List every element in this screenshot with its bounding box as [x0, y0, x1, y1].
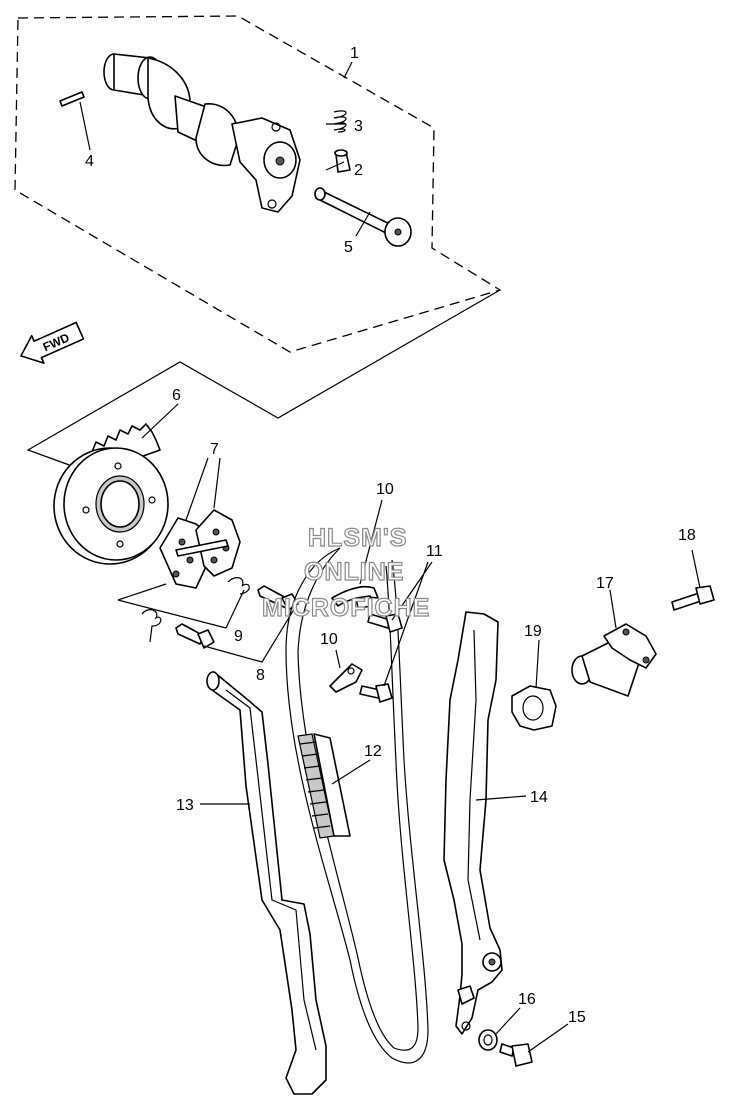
callout-2: 2 — [354, 162, 363, 179]
callout-18: 18 — [678, 527, 696, 544]
fwd-direction-arrow: FWD — [20, 321, 85, 364]
plunger-pin — [334, 149, 351, 173]
sprocket-bolt-upper — [257, 585, 299, 611]
watermark-line-1: HLSM'S — [308, 524, 407, 552]
guide-bolt-lower — [359, 683, 393, 703]
cam-sprocket — [53, 423, 169, 565]
callout-17: 17 — [596, 575, 614, 592]
cam-chain-outline — [285, 547, 429, 1064]
chain-guide-small-upper — [331, 585, 379, 609]
callout-1: 1 — [350, 45, 359, 62]
spring-bracket-line — [117, 583, 245, 629]
callout-13: 13 — [176, 797, 194, 814]
callout-3: 3 — [354, 118, 363, 135]
callout-19: 19 — [524, 623, 542, 640]
callout-10-upper: 10 — [376, 481, 394, 498]
callout-8: 8 — [256, 667, 265, 684]
sprocket-bolt-lower — [175, 623, 215, 649]
decompressor-spring-left — [141, 609, 162, 643]
callout-6: 6 — [172, 387, 181, 404]
decompressor-plates — [159, 509, 241, 589]
leader-lines — [79, 61, 701, 1053]
chain-segment — [297, 733, 351, 839]
callout-numbers: 1 2 3 4 5 6 7 8 9 10 10 11 12 13 14 15 1… — [85, 45, 696, 1026]
decompressor-shaft — [314, 187, 412, 247]
cam-chain-inner — [297, 547, 419, 1051]
callout-5: 5 — [344, 239, 353, 256]
watermark: HLSM'S ONLINE MICROFICHE — [261, 523, 430, 622]
dowel-pin — [59, 91, 85, 107]
camshaft-assembly-boundary — [14, 15, 502, 353]
washer — [478, 1029, 498, 1051]
guide-bolt-upper — [367, 613, 403, 633]
callout-15: 15 — [568, 1009, 586, 1026]
chain-guide-front — [206, 671, 327, 1095]
chain-guide-small-lower — [329, 663, 363, 693]
bolt-bracket-line — [203, 605, 297, 663]
callout-4: 4 — [85, 153, 94, 170]
callout-11: 11 — [426, 543, 443, 560]
callout-7: 7 — [210, 441, 219, 458]
tensioner-bolt — [671, 585, 715, 611]
assembly-link-line — [26, 289, 501, 467]
camshaft — [103, 53, 301, 213]
watermark-line-3: MICROFICHE — [262, 594, 430, 622]
callout-12: 12 — [364, 743, 382, 760]
callout-14: 14 — [530, 789, 548, 806]
callout-16: 16 — [518, 991, 536, 1008]
callout-9: 9 — [234, 628, 243, 645]
watermark-line-2: ONLINE — [304, 558, 404, 586]
callout-10-lower: 10 — [320, 631, 338, 648]
chain-tensioner — [571, 623, 657, 697]
pivot-bolt — [499, 1043, 533, 1067]
tensioner-gasket — [511, 685, 557, 731]
chain-guide-rear — [443, 611, 503, 1035]
spring-small — [333, 110, 347, 133]
decompressor-spring-right — [227, 577, 250, 595]
